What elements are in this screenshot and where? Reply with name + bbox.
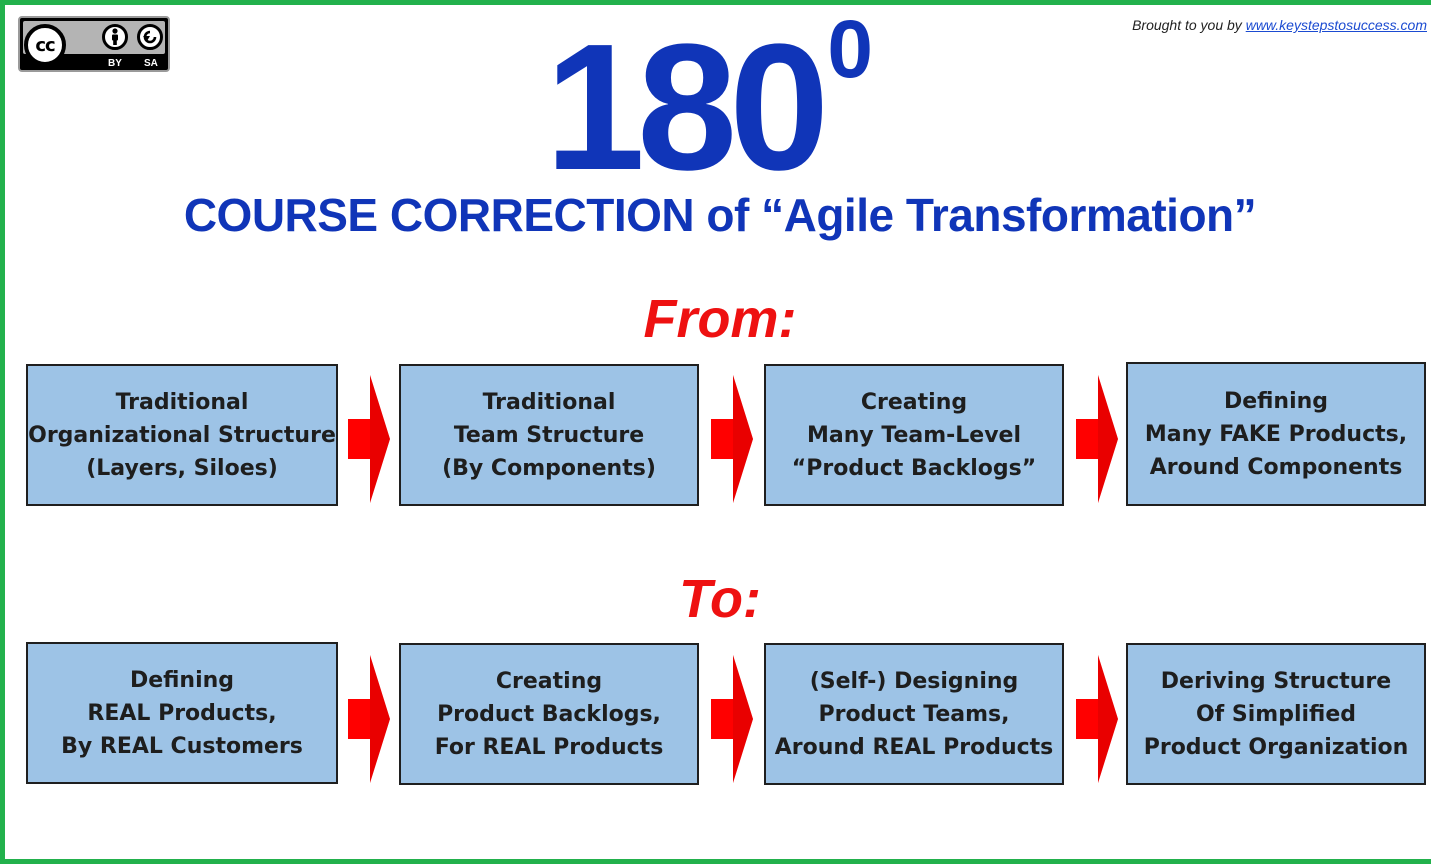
credit-link[interactable]: www.keystepstosuccess.com [1245,17,1427,33]
to-step-3-text: (Self-) Designing Product Teams, Around … [774,668,1054,760]
to-step-2: Creating Product Backlogs, For REAL Prod… [399,643,699,785]
share-alike-symbol [143,30,157,44]
to-step-2-text: Creating Product Backlogs, For REAL Prod… [434,668,664,760]
from-step-2-text: Traditional Team Structure (By Component… [442,389,656,481]
from-step-2: Traditional Team Structure (By Component… [399,364,699,506]
from-arrow-1 [348,375,390,503]
from-step-1: Traditional Organizational Structure (La… [26,364,338,506]
from-label: From: [643,289,797,349]
cc-icon: cc [24,24,66,66]
to-step-1-text: Defining REAL Products, By REAL Customer… [61,667,303,759]
degree-mark: 0 [827,4,873,95]
from-step-3: Creating Many Team-Level “Product Backlo… [764,364,1064,506]
by-label: BY [108,58,122,69]
to-step-4-text: Deriving Structure Of Simplified Product… [1143,668,1409,760]
from-step-3-text: Creating Many Team-Level “Product Backlo… [791,389,1037,481]
cc-license-badge[interactable]: cc BY SA [18,16,170,72]
from-step-4: Defining Many FAKE Products, Around Comp… [1126,362,1426,506]
from-step-4-text: Defining Many FAKE Products, Around Comp… [1144,388,1408,480]
to-step-4: Deriving Structure Of Simplified Product… [1126,643,1426,785]
from-arrow-3 [1076,375,1118,503]
to-step-1: Defining REAL Products, By REAL Customer… [26,642,338,784]
degree-number: 180 [545,7,829,208]
attribution-icon [102,24,128,50]
to-arrow-2 [711,655,753,783]
credit-prefix: Brought to you by [1132,17,1246,33]
subtitle: COURSE CORRECTION of “Agile Transformati… [183,189,1257,241]
to-label: To: [679,569,761,629]
to-arrow-3 [1076,655,1118,783]
credit-line: Brought to you by www.keystepstosuccess.… [1132,17,1427,33]
share-alike-icon [137,24,163,50]
to-step-3: (Self-) Designing Product Teams, Around … [764,643,1064,785]
degree-title: 1800 [545,9,873,198]
from-step-1-text: Traditional Organizational Structure (La… [28,389,336,481]
from-arrow-2 [711,375,753,503]
to-arrow-1 [348,655,390,783]
person-icon [112,28,118,45]
sa-label: SA [144,58,158,69]
